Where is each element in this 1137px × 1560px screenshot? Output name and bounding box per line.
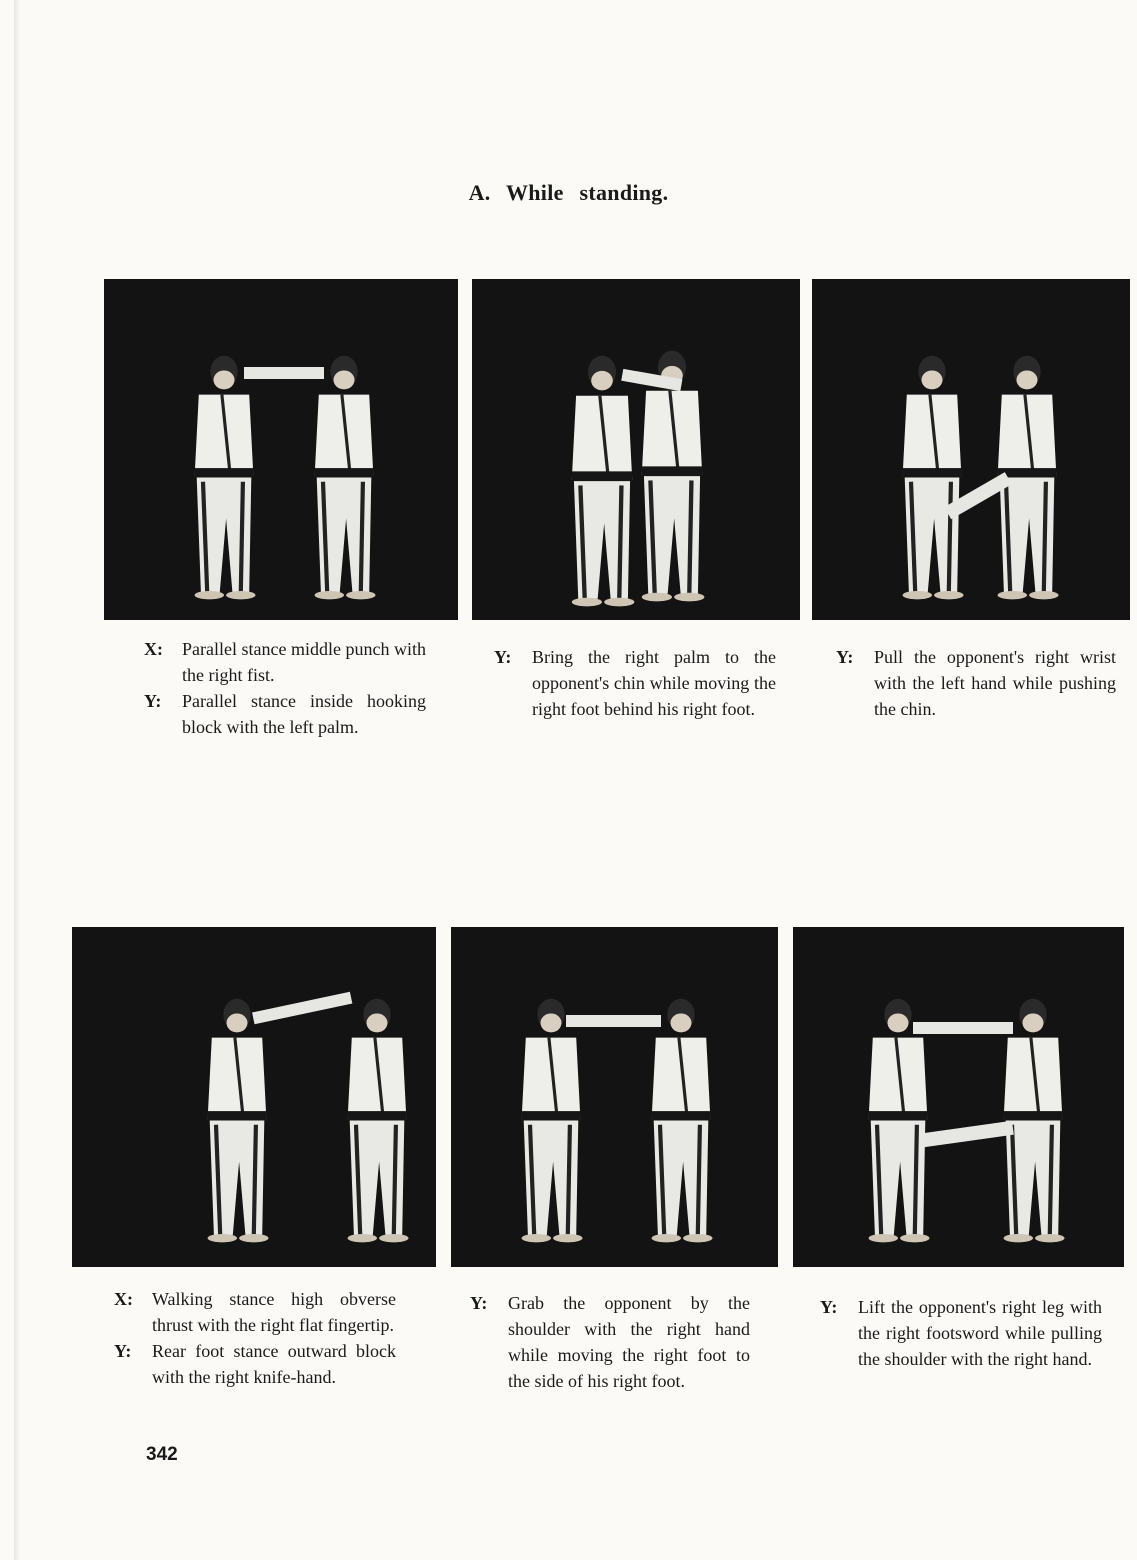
caption-3-entry-y: Y: Pull the opponent's right wrist with … bbox=[836, 644, 1116, 722]
caption-2: Y: Bring the right palm to the opponent'… bbox=[494, 644, 776, 722]
page-edge-shadow bbox=[14, 0, 20, 1560]
caption-2-entry-y: Y: Bring the right palm to the opponent'… bbox=[494, 644, 776, 722]
caption-text: Parallel stance middle punch with the ri… bbox=[182, 639, 426, 685]
caption-5-entry-y: Y: Grab the opponent by the shoulder wit… bbox=[470, 1290, 750, 1394]
caption-1-entry-x: X: Parallel stance middle punch with the… bbox=[144, 636, 426, 688]
caption-text: Grab the opponent by the shoulder with t… bbox=[508, 1293, 750, 1391]
photo-2 bbox=[472, 279, 800, 620]
actor-label: Y: bbox=[820, 1297, 838, 1317]
caption-3: Y: Pull the opponent's right wrist with … bbox=[836, 644, 1116, 722]
photo-3-scene bbox=[812, 279, 1130, 620]
photo-1-scene bbox=[104, 279, 458, 620]
photo-2-scene bbox=[472, 279, 800, 620]
caption-4: X: Walking stance high obverse thrust wi… bbox=[114, 1286, 396, 1390]
caption-4-entry-y: Y: Rear foot stance outward block with t… bbox=[114, 1338, 396, 1390]
caption-text: Bring the right palm to the opponent's c… bbox=[532, 647, 776, 719]
actor-label: Y: bbox=[114, 1341, 132, 1361]
caption-text: Walking stance high obverse thrust with … bbox=[152, 1289, 396, 1335]
caption-1-entry-y: Y: Parallel stance inside hooking block … bbox=[144, 688, 426, 740]
actor-label: Y: bbox=[470, 1293, 488, 1313]
caption-text: Rear foot stance outward block with the … bbox=[152, 1341, 396, 1387]
photo-6 bbox=[793, 927, 1124, 1267]
caption-text: Lift the opponent's right leg with the r… bbox=[858, 1297, 1102, 1369]
section-heading: A. While standing. bbox=[468, 180, 669, 205]
actor-label: X: bbox=[114, 1289, 133, 1309]
caption-1: X: Parallel stance middle punch with the… bbox=[144, 636, 426, 740]
photo-4 bbox=[72, 927, 436, 1267]
caption-6-entry-y: Y: Lift the opponent's right leg with th… bbox=[820, 1294, 1102, 1372]
photo-5 bbox=[451, 927, 778, 1267]
caption-text: Parallel stance inside hooking block wit… bbox=[182, 691, 426, 737]
caption-5: Y: Grab the opponent by the shoulder wit… bbox=[470, 1290, 750, 1394]
actor-label: X: bbox=[144, 639, 163, 659]
actor-label: Y: bbox=[494, 647, 512, 667]
photo-4-scene bbox=[72, 927, 436, 1267]
photo-3 bbox=[812, 279, 1130, 620]
photo-1 bbox=[104, 279, 458, 620]
caption-text: Pull the opponent's right wrist with the… bbox=[874, 647, 1116, 719]
page-number: 342 bbox=[146, 1444, 178, 1465]
actor-label: Y: bbox=[144, 691, 162, 711]
caption-4-entry-x: X: Walking stance high obverse thrust wi… bbox=[114, 1286, 396, 1338]
actor-label: Y: bbox=[836, 647, 854, 667]
photo-5-scene bbox=[451, 927, 778, 1267]
caption-6: Y: Lift the opponent's right leg with th… bbox=[820, 1294, 1102, 1372]
photo-6-scene bbox=[793, 927, 1124, 1267]
